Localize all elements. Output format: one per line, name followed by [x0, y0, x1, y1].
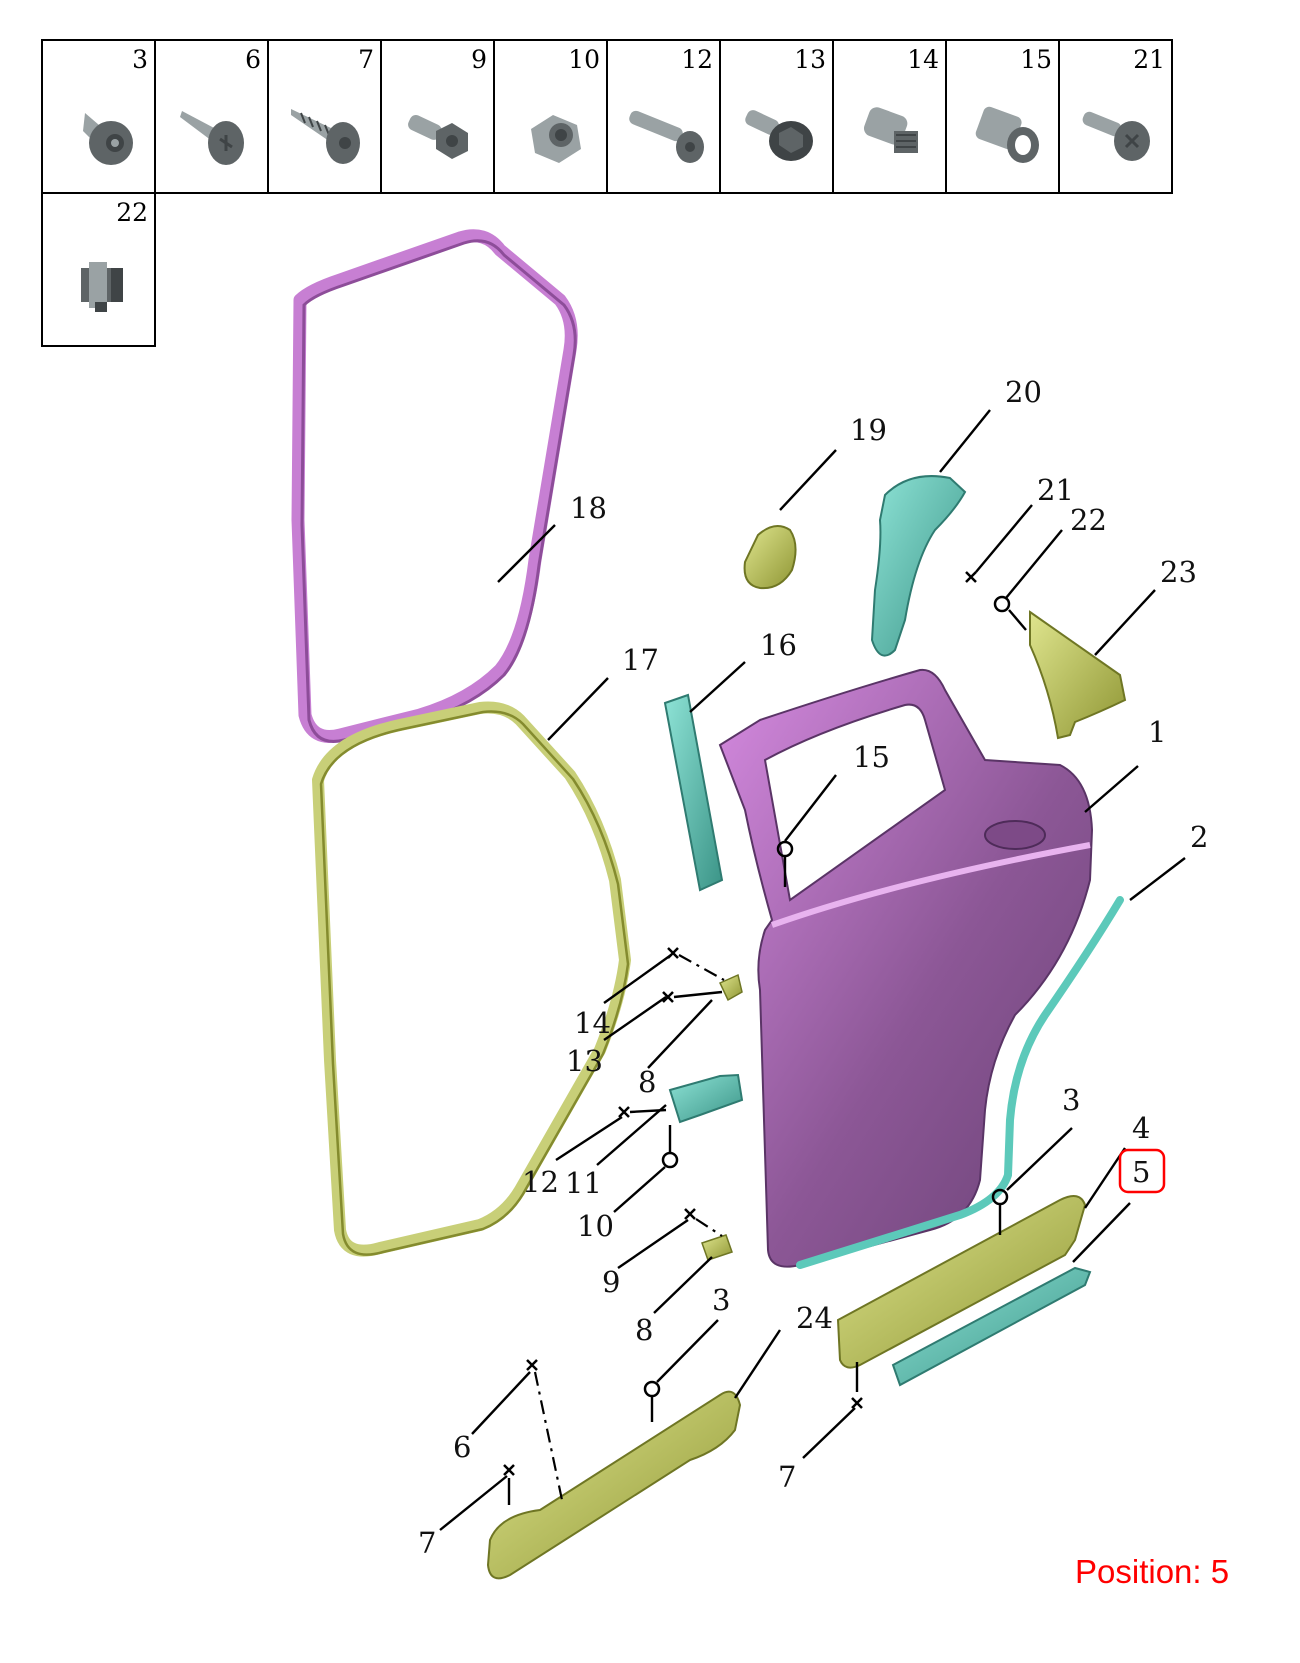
part-24-sill-trim	[486, 1390, 742, 1580]
position-label: Position: 5	[1075, 1553, 1230, 1590]
callout-14: 14	[574, 1006, 611, 1040]
legend-cell-number: 21	[1133, 45, 1165, 74]
legend-cell-22: 22	[41, 192, 156, 347]
callout-7-left: 7	[418, 1526, 436, 1560]
legend-cell-13: 13	[719, 39, 834, 194]
legend-cell-12: 12	[606, 39, 721, 194]
legend-cell-number: 12	[681, 45, 713, 74]
legend-cell-number: 3	[132, 45, 148, 74]
callout-9: 9	[602, 1265, 620, 1299]
part-20-water-shield	[870, 475, 967, 657]
callout-8-lower: 8	[635, 1313, 653, 1347]
part-17-inner-seal	[312, 701, 631, 1257]
legend-cell-14: 14	[832, 39, 947, 194]
legend-cell-number: 13	[794, 45, 826, 74]
part-8-lower-bracket	[701, 1234, 733, 1261]
callout-17: 17	[622, 643, 659, 677]
callout-3-upper: 3	[1062, 1083, 1080, 1117]
part-5-molding-strip	[891, 1266, 1092, 1387]
leader-lines	[439, 409, 1186, 1531]
callout-22: 22	[1070, 503, 1107, 537]
highlight-box	[1118, 1148, 1166, 1194]
legend-cell-number: 15	[1020, 45, 1052, 74]
callout-13: 13	[566, 1044, 603, 1078]
part-18-frame-seal	[291, 229, 578, 743]
part-1-door-shell	[718, 668, 1094, 1268]
legend-cell-number: 10	[568, 45, 600, 74]
callout-15: 15	[853, 740, 890, 774]
legend-cell-number: 22	[116, 198, 148, 227]
legend-cell-6: 6	[154, 39, 269, 194]
hex-bolt-icon	[408, 114, 468, 159]
torx-bolt-icon	[1082, 111, 1150, 161]
part-8-upper-bracket	[718, 973, 743, 1002]
marker-22	[993, 595, 1011, 613]
legend-cell-number: 9	[471, 45, 487, 74]
legend-cell-21: 21	[1058, 39, 1173, 194]
self-tapping-screw-icon	[291, 109, 360, 164]
marker-3-lower	[643, 1380, 661, 1398]
callout-18: 18	[570, 491, 607, 525]
part-4-lower-trim	[836, 1195, 1087, 1369]
legend-cell-15: 15	[945, 39, 1060, 194]
hex-nut-icon	[531, 115, 581, 163]
legend-cell-10: 10	[493, 39, 608, 194]
marker-15	[776, 840, 794, 858]
callout-2: 2	[1190, 820, 1208, 854]
part-19-plug	[743, 525, 797, 590]
legend-cell-3: 3	[41, 39, 156, 194]
callout-5: 5	[1132, 1155, 1150, 1189]
round-head-bolt-icon	[629, 110, 704, 163]
flange-bolt-icon	[745, 110, 813, 161]
legend-cell-number: 6	[245, 45, 261, 74]
legend-cell-number: 14	[907, 45, 939, 74]
callout-20: 20	[1005, 375, 1042, 409]
pan-head-screw-icon	[180, 111, 244, 165]
callout-labels: 1 2 3 4 5 24 3 6 7 7 8 9 10 11 12 8 13 1…	[418, 375, 1208, 1560]
part-16-pillar-trim	[663, 693, 724, 892]
splined-bolt-icon	[863, 107, 918, 153]
push-clip-icon	[83, 113, 133, 165]
callout-24: 24	[796, 1301, 833, 1335]
marker-13	[662, 991, 674, 1003]
callout-16: 16	[760, 628, 797, 662]
fastener-legend: 3 6 7 9 10 12 13 14 15 21 22	[0, 0, 1300, 380]
callout-19: 19	[850, 413, 887, 447]
callout-4: 4	[1132, 1111, 1150, 1145]
callout-10: 10	[577, 1209, 614, 1243]
callout-7-right: 7	[778, 1460, 796, 1494]
rivet-nut-icon	[975, 106, 1039, 163]
callout-21: 21	[1037, 473, 1074, 507]
marker-6	[526, 1359, 538, 1371]
marker-10	[661, 1151, 679, 1169]
marker-7-right	[851, 1397, 863, 1409]
callout-12: 12	[522, 1165, 559, 1199]
marker-9	[684, 1208, 696, 1220]
callout-23: 23	[1160, 555, 1197, 589]
callout-6: 6	[453, 1430, 471, 1464]
callout-1: 1	[1148, 715, 1166, 749]
fastener-markers	[503, 571, 1011, 1476]
marker-12	[618, 1106, 630, 1118]
marker-21	[965, 571, 977, 583]
callout-3-lower: 3	[712, 1283, 730, 1317]
marker-7-left	[503, 1464, 515, 1476]
callout-8-upper: 8	[638, 1065, 656, 1099]
part-11-check-strap	[668, 1073, 744, 1124]
clip-nut-icon	[81, 262, 123, 312]
part-23-corner-trim	[1029, 610, 1127, 740]
legend-cell-number: 7	[358, 45, 374, 74]
callout-11: 11	[565, 1166, 602, 1200]
